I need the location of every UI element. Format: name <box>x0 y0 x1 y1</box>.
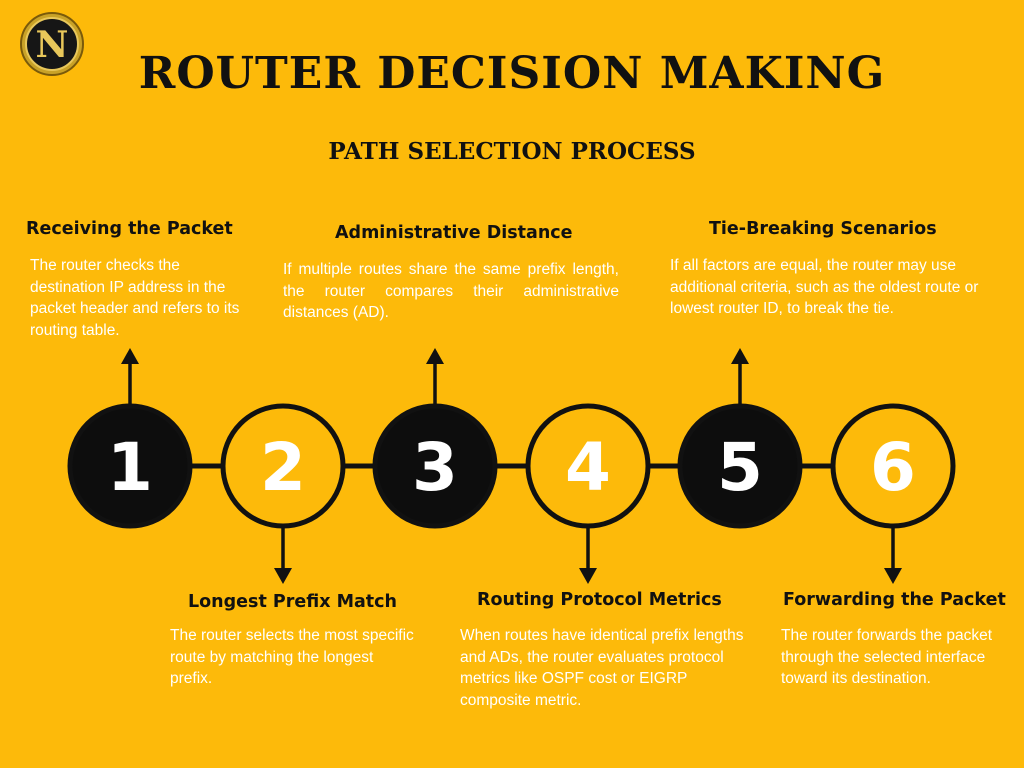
n-logo-icon: N <box>20 12 84 76</box>
step-4-description: When routes have identical prefix length… <box>460 627 744 709</box>
step-circle-4: 4 <box>525 403 651 529</box>
page-subtitle: PATH SELECTION PROCESS <box>328 138 696 165</box>
step-circle-5: 5 <box>677 403 803 529</box>
arrow-up-5-icon <box>731 348 749 404</box>
step-3-title: Administrative Distance <box>335 223 573 243</box>
arrow-up-3-icon <box>426 348 444 404</box>
arrow-up-1-icon <box>121 348 139 404</box>
step-number-3: 3 <box>412 429 458 506</box>
page-title: ROUTER DECISION MAKING <box>138 48 886 99</box>
step-5-description: If all factors are equal, the router may… <box>670 257 979 317</box>
logo-letter: N <box>36 24 69 66</box>
step-number-1: 1 <box>107 429 153 506</box>
step-1-title: Receiving the Packet <box>26 219 233 239</box>
step-4-title: Routing Protocol Metrics <box>477 590 722 610</box>
arrow-down-2-icon <box>274 528 292 584</box>
arrow-down-4-icon <box>579 528 597 584</box>
step-circle-6: 6 <box>830 403 956 529</box>
step-6-title: Forwarding the Packet <box>783 590 1006 610</box>
step-circle-3: 3 <box>372 403 498 529</box>
step-circle-2: 2 <box>220 403 346 529</box>
arrow-down-6-icon <box>884 528 902 584</box>
step-3-description: If multiple routes share the same prefix… <box>283 261 619 321</box>
step-number-4: 4 <box>565 429 611 506</box>
step-5-title: Tie-Breaking Scenarios <box>709 219 937 239</box>
step-6-description: The router forwards the packet through t… <box>781 627 993 687</box>
step-2-title: Longest Prefix Match <box>188 592 398 612</box>
step-circle-1: 1 <box>67 403 193 529</box>
step-number-2: 2 <box>260 429 306 506</box>
step-1-description: The router checks the destination IP add… <box>30 257 240 339</box>
step-number-5: 5 <box>717 429 763 506</box>
step-2-description: The router selects the most specific rou… <box>170 627 414 687</box>
step-number-6: 6 <box>870 429 916 506</box>
